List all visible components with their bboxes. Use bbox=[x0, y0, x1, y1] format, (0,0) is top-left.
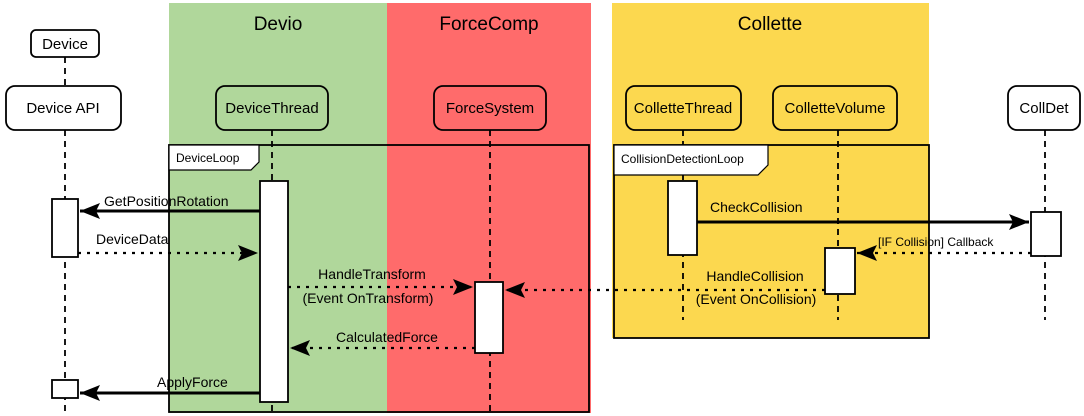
activation-force-system bbox=[474, 281, 504, 354]
device-loop-label: DeviceLoop bbox=[176, 151, 240, 165]
device-loop-frame: DeviceLoop bbox=[168, 144, 590, 413]
participant-collette-thread-label: ColletteThread bbox=[634, 100, 732, 117]
message-check-collision: CheckCollision bbox=[697, 199, 1029, 230]
participant-collette-thread-box bbox=[625, 85, 742, 131]
participant-labels: Device Device API DeviceThread ForceSyst… bbox=[26, 36, 1069, 117]
message-get-position-rotation: GetPositionRotation bbox=[80, 193, 260, 219]
participant-collette-volume-box bbox=[772, 85, 898, 131]
device-loop-border bbox=[168, 144, 590, 413]
activation-collette-thread bbox=[667, 180, 698, 256]
message-handle-collision: HandleCollision (Event OnCollision) bbox=[505, 268, 825, 307]
message-callback: [IF Collision] Callback bbox=[857, 235, 1031, 261]
participant-device-label: Device bbox=[42, 36, 88, 53]
participant-collette-volume-label: ColletteVolume bbox=[785, 100, 886, 117]
participant-colldet-label: CollDet bbox=[1019, 100, 1069, 117]
get-position-rotation-label: GetPositionRotation bbox=[104, 193, 229, 209]
participant-colldet-box bbox=[1007, 85, 1081, 131]
group-devio-title: Devio bbox=[254, 14, 303, 35]
participant-device-api-box bbox=[5, 85, 122, 131]
activation-device-api-1 bbox=[51, 198, 79, 258]
collision-loop-frame: CollisionDetectionLoop bbox=[613, 144, 930, 339]
device-loop-tab bbox=[168, 144, 260, 171]
message-apply-force: ApplyForce bbox=[80, 374, 260, 401]
group-collette-title: Collette bbox=[738, 14, 802, 35]
handle-collision-label-2: (Event OnCollision) bbox=[696, 291, 817, 307]
participants bbox=[5, 29, 1081, 131]
participant-device-api-label: Device API bbox=[26, 100, 99, 117]
collision-loop-label: CollisionDetectionLoop bbox=[621, 152, 744, 166]
activation-colldet bbox=[1030, 211, 1062, 257]
participant-device-box bbox=[30, 29, 100, 58]
handle-transform-label-2: (Event OnTransform) bbox=[303, 290, 434, 306]
participant-force-system-box bbox=[433, 85, 547, 131]
message-handle-transform: HandleTransform (Event OnTransform) bbox=[288, 266, 473, 306]
message-calculated-force: CalculatedForce bbox=[290, 329, 475, 356]
activation-device-api-2 bbox=[51, 379, 79, 399]
collision-loop-border bbox=[613, 144, 930, 339]
collision-loop-tab bbox=[613, 144, 769, 176]
check-collision-label: CheckCollision bbox=[710, 199, 803, 215]
message-device-data: DeviceData bbox=[78, 231, 258, 261]
calculated-force-label: CalculatedForce bbox=[336, 329, 438, 345]
group-forcecomp-title: ForceComp bbox=[439, 14, 538, 35]
handle-collision-label-1: HandleCollision bbox=[706, 268, 803, 284]
handle-transform-label-1: HandleTransform bbox=[318, 266, 426, 282]
callback-label: [IF Collision] Callback bbox=[878, 235, 994, 249]
device-data-label: DeviceData bbox=[96, 231, 169, 247]
apply-force-label: ApplyForce bbox=[157, 374, 228, 390]
participant-force-system-label: ForceSystem bbox=[446, 100, 534, 117]
activation-device-thread bbox=[259, 180, 289, 403]
participant-device-thread-box bbox=[215, 85, 329, 131]
activation-collette-volume bbox=[824, 247, 856, 295]
participant-device-thread-label: DeviceThread bbox=[225, 100, 318, 117]
activations bbox=[51, 180, 1062, 403]
